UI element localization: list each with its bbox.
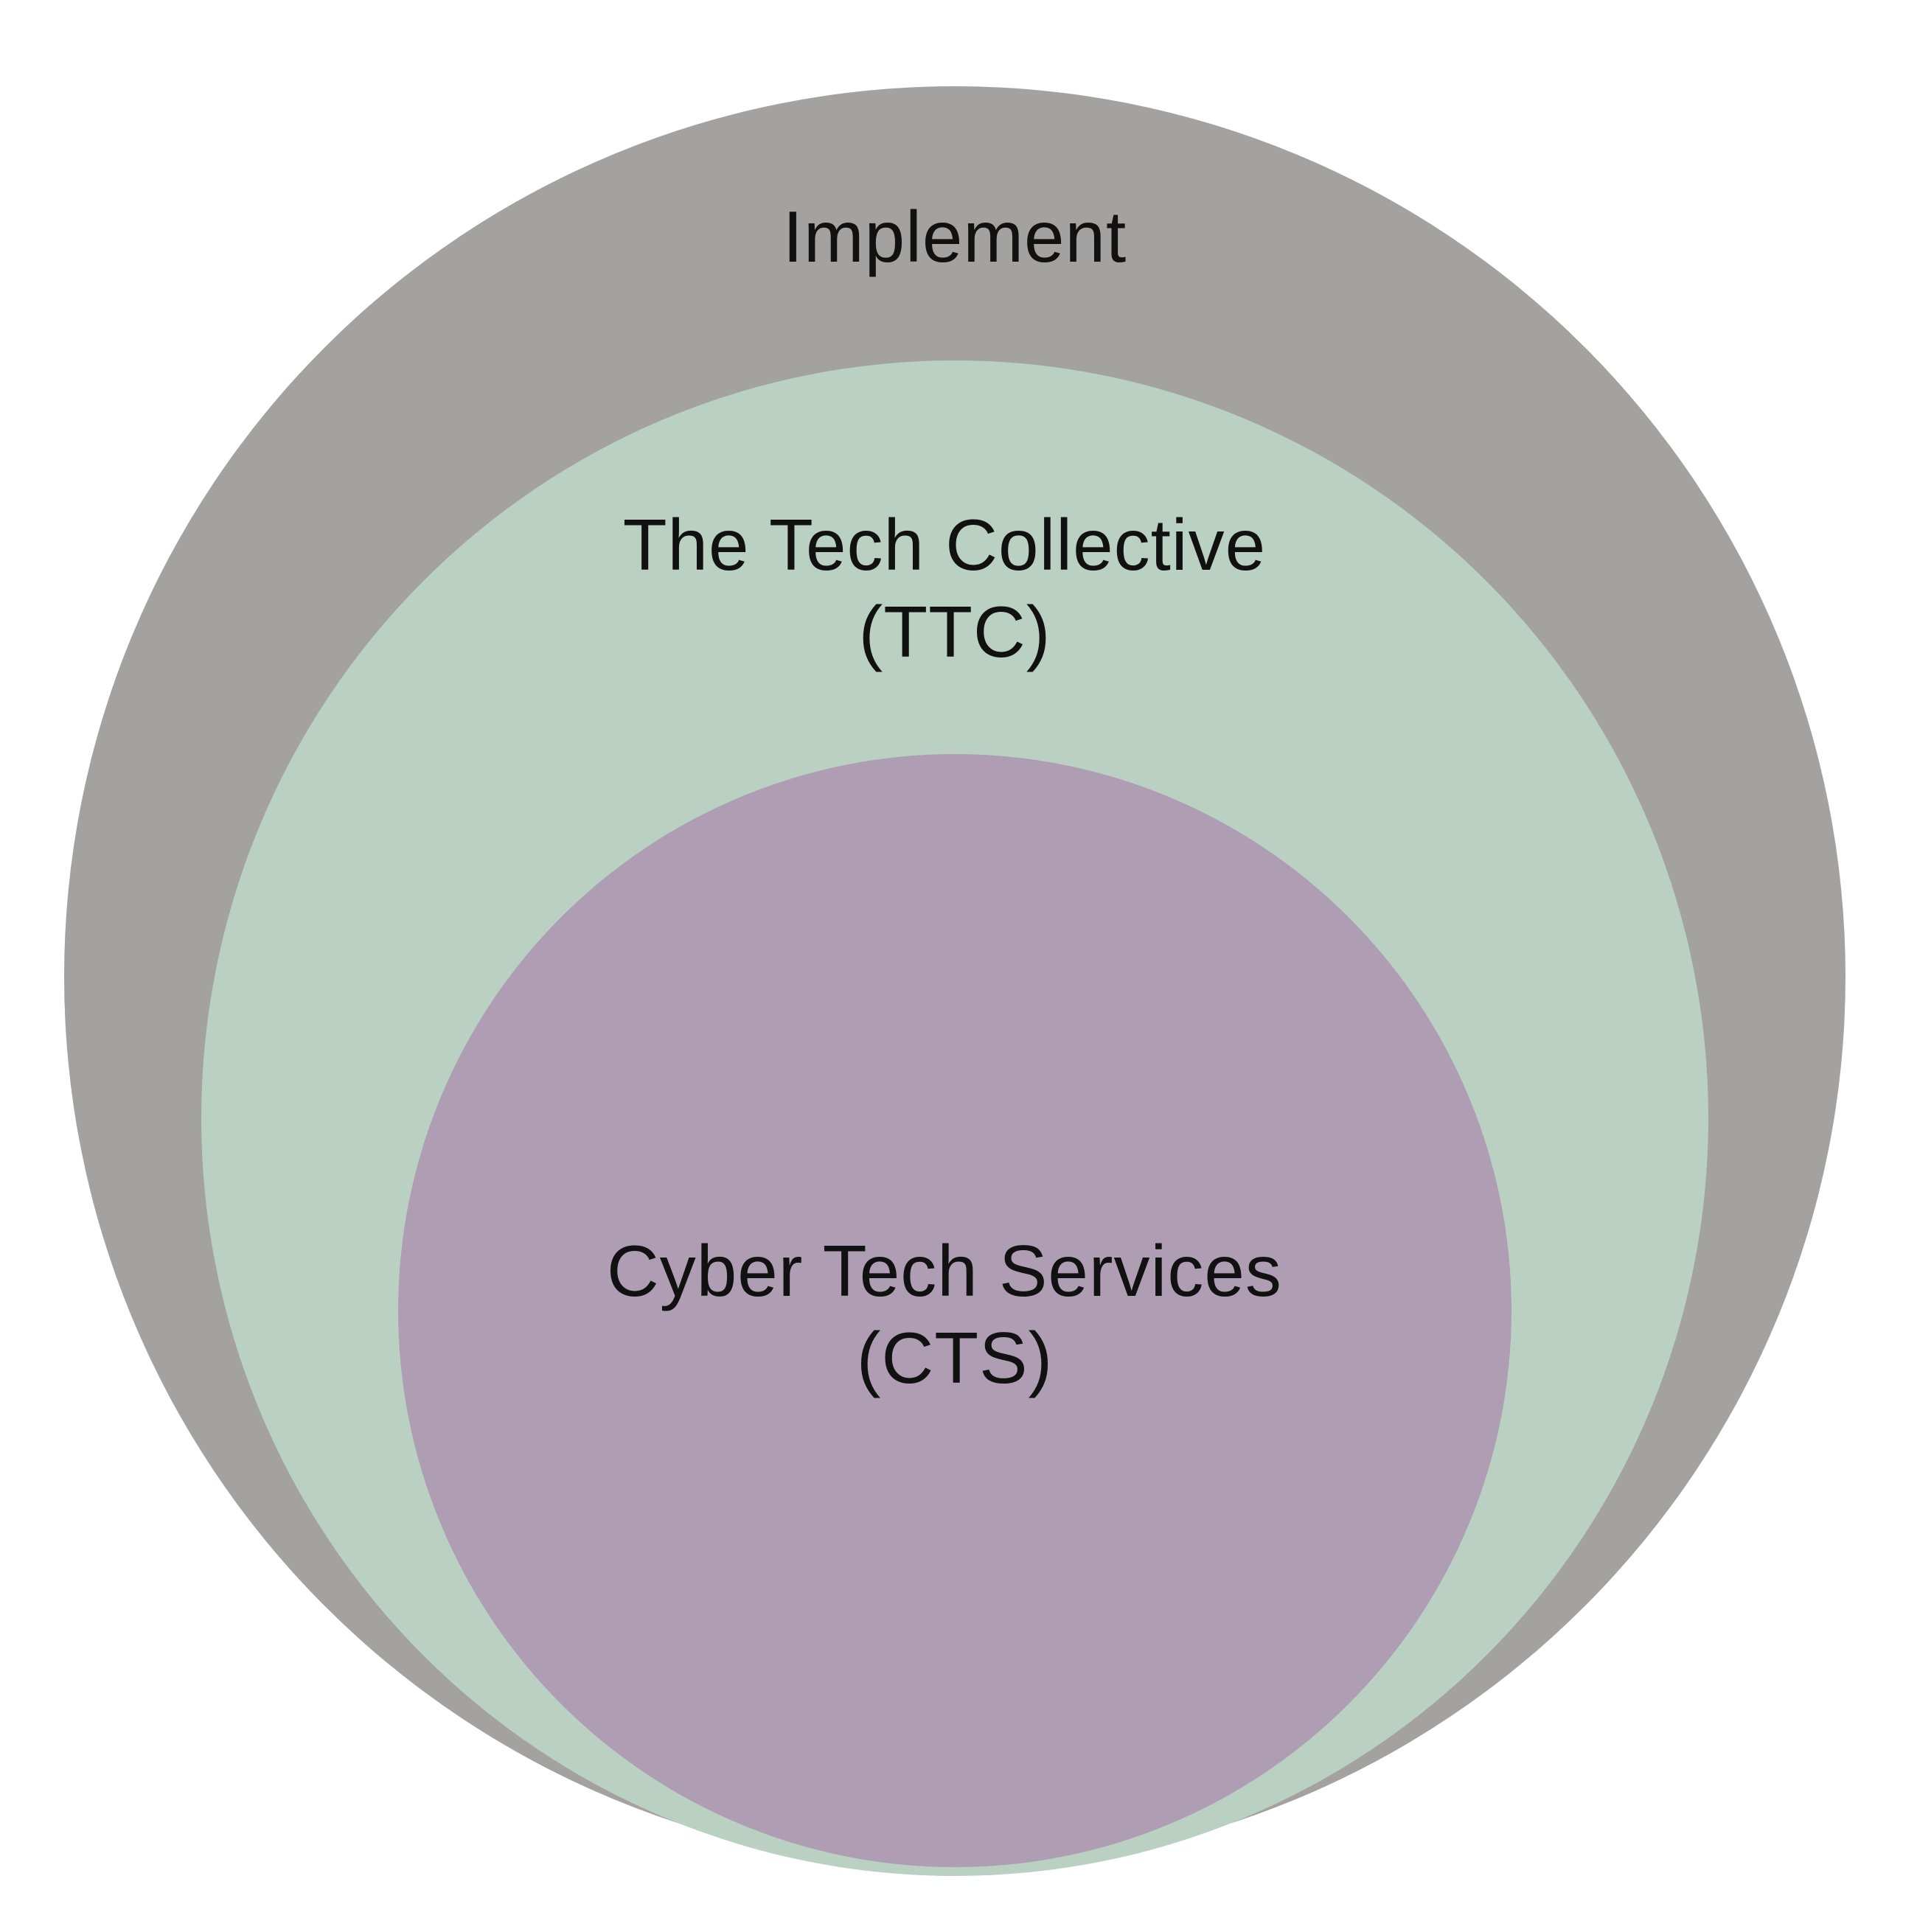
middle-circle-label: The Tech Collective (TTC) [623,504,1287,672]
inner-circle-label: Cyber Tech Services (CTS) [607,1230,1303,1398]
inner-circle [398,754,1511,1867]
middle-label-line-1: The Tech Collective [623,504,1266,585]
inner-circle-group: Cyber Tech Services (CTS) [398,754,1511,1867]
outer-circle-label: Implement [783,196,1127,277]
inner-label-line-1: Cyber Tech Services [607,1230,1282,1311]
inner-label-line-2: (CTS) [857,1317,1053,1398]
middle-label-line-2: (TTC) [859,591,1051,672]
outer-label-line: Implement [783,196,1127,277]
